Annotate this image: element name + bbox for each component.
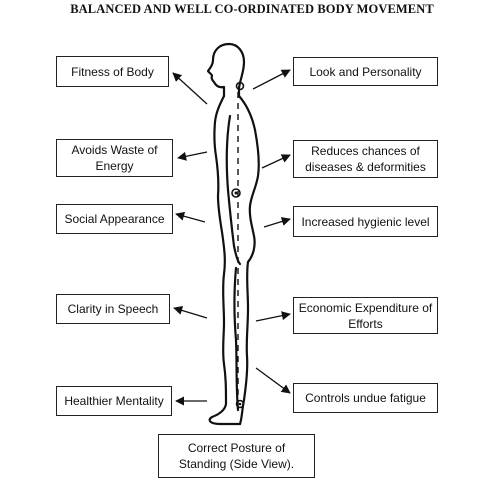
body-back-outline [237, 94, 260, 426]
clarity-in-speech-box: Clarity in Speech [56, 294, 170, 324]
arm-outline [225, 114, 242, 266]
social-appearance-box: Social Appearance [56, 204, 173, 234]
caption-box: Correct Posture of Standing (Side View). [158, 434, 315, 478]
arrow-fitness [172, 72, 208, 105]
inner-leg-outline [233, 266, 240, 412]
controls-undue-fatigue-box: Controls undue fatigue [293, 383, 438, 413]
ankle-joint-marker [235, 399, 245, 409]
body-front-outline [208, 94, 242, 426]
center-line [231, 92, 245, 409]
ankle-joint-dot [238, 402, 242, 406]
hip-joint-marker [231, 188, 241, 198]
left-arrows [172, 72, 208, 406]
avoids-waste-of-energy-box: Avoids Waste of Energy [56, 139, 173, 177]
arrow-social [175, 211, 206, 223]
hip-joint-dot [234, 191, 238, 195]
arrow-clarity [173, 306, 208, 319]
arrow-fatigue [255, 367, 291, 394]
right-arrows [252, 69, 291, 394]
human-figure-illustration [206, 42, 260, 426]
economic-expenditure-box: Economic Expenditure of Efforts [293, 297, 438, 334]
look-and-personality-box: Look and Personality [293, 57, 438, 86]
reduces-chances-box: Reduces chances of diseases & deformitie… [293, 140, 438, 178]
increased-hygienic-level-box: Increased hygienic level [293, 206, 438, 237]
ear [235, 81, 245, 91]
healthier-mentality-box: Healthier Mentality [56, 386, 172, 416]
diagram-title: BALANCED AND WELL CO-ORDINATED BODY MOVE… [70, 2, 434, 16]
head-outline [206, 42, 231, 98]
arrow-reduces [261, 154, 291, 169]
arrow-hygienic [263, 217, 291, 228]
fitness-of-body-box: Fitness of Body [56, 56, 169, 87]
back-of-head [227, 42, 246, 98]
arrow-look [252, 69, 291, 90]
arrow-economic [255, 311, 291, 322]
arrow-avoids-waste [177, 151, 208, 161]
